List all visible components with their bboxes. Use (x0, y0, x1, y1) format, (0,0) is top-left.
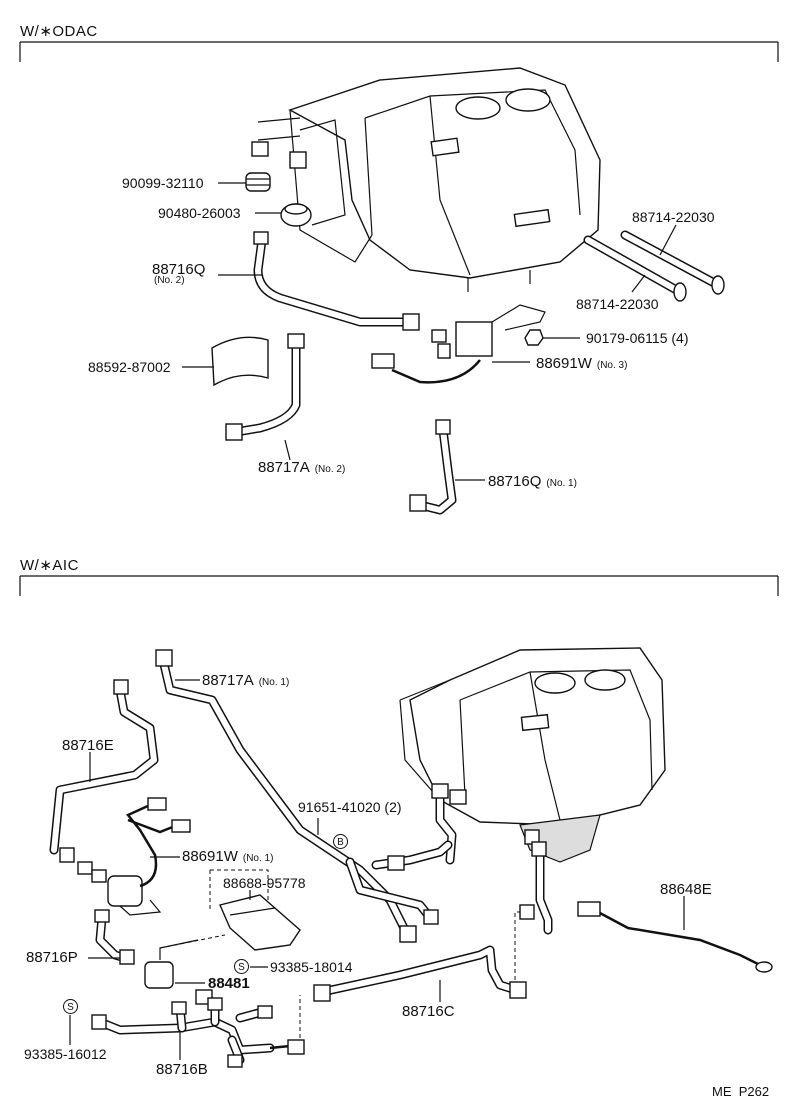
vsv-88481 (144, 934, 226, 1005)
bracket-88688-95778 (209, 869, 301, 951)
label-88648E: 88648E (660, 881, 712, 898)
hose-88717A-no2 (225, 333, 305, 441)
label-91651-41020: 91651-41020 (2) (298, 799, 402, 815)
label-88714-22030-lower: 88714-22030 (576, 296, 659, 312)
top-leader-lines (182, 182, 677, 481)
label-88716C: 88716C (402, 1003, 455, 1020)
cable-88648E (577, 901, 773, 973)
cover-88592-87002 (211, 336, 269, 387)
label-88691W-no1: 88691W(No. 1) (182, 848, 274, 865)
pipe-88716Q-no1 (409, 419, 457, 515)
mark-s-upper: S (234, 959, 249, 974)
bottom-leader-lines (69, 679, 685, 1060)
pipe-88716P (94, 909, 135, 965)
grommet-90099-32110 (245, 172, 271, 192)
label-90480-26003: 90480-26003 (158, 205, 241, 221)
label-88691W-no3: 88691W(No. 3) (536, 355, 628, 372)
pipe-88716B (91, 995, 305, 1068)
vsv-88691W-no1 (77, 797, 191, 916)
label-88716P: 88716P (26, 949, 78, 966)
pipe-88716E (49, 679, 159, 863)
label-90099-32110: 90099-32110 (122, 175, 204, 191)
pipe-88716C (313, 841, 553, 1002)
label-88716B: 88716B (156, 1061, 208, 1078)
label-88716Q-no2: 88716Q (152, 261, 206, 278)
hoses-88714-22030 (583, 230, 725, 302)
bottom-section-frame (19, 575, 779, 596)
top-heater-unit (251, 67, 601, 292)
label-90179-06115: 90179-06115 (4) (586, 330, 689, 346)
label-88716Q-no1: 88716Q(No. 1) (488, 473, 577, 490)
label-88592-87002: 88592-87002 (88, 359, 171, 375)
label-88717A-no1: 88717A(No. 1) (202, 672, 290, 689)
label-88688-95778: 88688-95778 (223, 875, 306, 891)
label-88481: 88481 (208, 975, 250, 992)
label-88716Q-no2-note: (No. 2) (154, 275, 185, 286)
footer-code: ME P262 (712, 1084, 770, 1099)
label-93385-18014: 93385-18014 (270, 959, 353, 975)
bottom-heater-unit (399, 647, 666, 865)
label-88714-22030-upper: 88714-22030 (632, 209, 715, 225)
top-section-frame (19, 41, 779, 62)
label-93385-16012: 93385-16012 (24, 1046, 107, 1062)
label-88717A-no2: 88717A(No. 2) (258, 459, 346, 476)
pipe-88717A-no1 (155, 649, 453, 943)
mark-b: B (333, 834, 348, 849)
section-title-odac: W/∗ODAC (20, 23, 98, 40)
section-title-aic: W/∗AIC (20, 557, 79, 574)
mark-s-lower: S (63, 999, 78, 1014)
pipe-88716Q-no2 (253, 231, 420, 331)
vsv-88691W-no3 (371, 304, 546, 384)
grommet-90480-26003 (280, 203, 312, 227)
label-88716E: 88716E (62, 737, 114, 754)
